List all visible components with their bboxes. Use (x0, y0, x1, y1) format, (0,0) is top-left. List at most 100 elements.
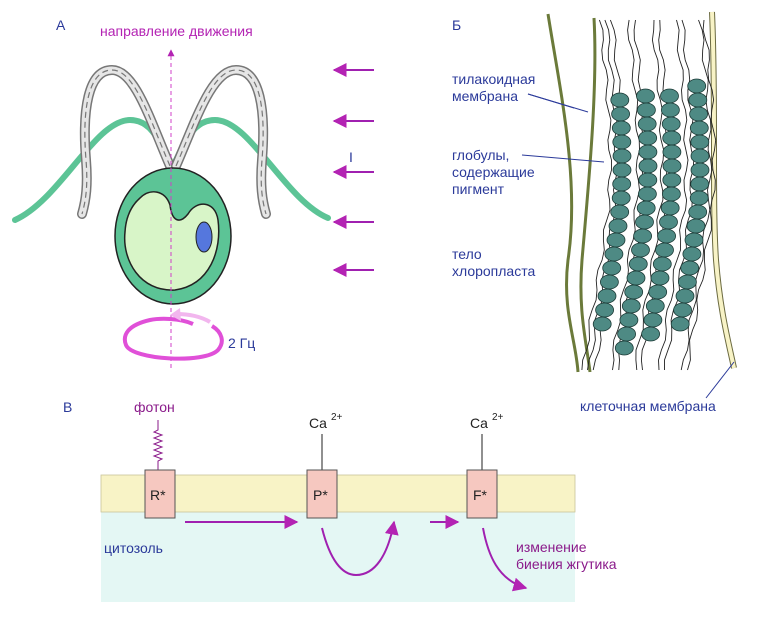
pigment-globule (662, 186, 681, 202)
pigment-globule (661, 116, 681, 132)
pigment-globule (637, 102, 656, 118)
pigment-globule (610, 92, 630, 108)
panel-c: В фотон R* Ca 2+ P* Ca 2+ F* цитозоль из… (63, 399, 617, 602)
pigment-globule (631, 242, 650, 258)
panel-a-letter: А (56, 17, 66, 33)
pigment-globule (602, 260, 622, 276)
globules-label-3: пигмент (452, 181, 505, 197)
photon-label: фотон (134, 399, 175, 415)
pigment-globule (626, 270, 646, 286)
pigment-globule (662, 158, 682, 174)
pigment-globule (690, 134, 710, 150)
pigment-globule (660, 200, 680, 216)
pigment-globule (688, 92, 708, 108)
change-label-1: изменение (516, 539, 587, 555)
pigment-globule (614, 340, 634, 356)
pigment-globule (662, 144, 682, 160)
pigment-globule (643, 312, 663, 328)
thylakoid-label-2: мембрана (452, 88, 518, 104)
panel-a: А направление движения 2 Гц I (12, 17, 374, 368)
pigment-globule (680, 260, 700, 276)
pigment-globule (636, 88, 655, 104)
pigment-globule (689, 190, 709, 206)
pigment-globule (633, 228, 652, 244)
cytosol-region (101, 512, 575, 602)
frequency-label: 2 Гц (228, 335, 255, 351)
pigment-globule (619, 312, 639, 328)
pigment-globule (612, 162, 632, 178)
pigment-globule (611, 190, 631, 206)
body-label-2: хлоропласта (452, 263, 535, 279)
pigment-globule (608, 218, 628, 234)
pigment-globule (682, 246, 702, 262)
thylakoid-line (680, 19, 713, 371)
globules-label-1: глобулы, (452, 147, 509, 163)
pigment-globule (684, 232, 704, 248)
chloroplast (123, 191, 220, 291)
pigment-globule (690, 162, 710, 178)
pigment-globule (638, 186, 657, 202)
r-label: R* (150, 487, 166, 503)
pigment-globule (662, 130, 682, 146)
pigment-globule (641, 326, 660, 342)
pigment-globule (686, 218, 706, 234)
pigment-globule (690, 176, 710, 192)
pigment-globule (675, 288, 695, 304)
thylakoid-line (581, 19, 612, 371)
pigment-globule (673, 302, 692, 318)
pigment-globule (688, 204, 708, 220)
pigment-globule (662, 172, 682, 188)
pigment-globule (687, 78, 707, 94)
ca-influx-arrow (321, 520, 399, 577)
pigment-globules (592, 78, 710, 356)
body-label-1: тело (452, 246, 482, 262)
pigment-globule (670, 316, 690, 332)
pigment-globule (638, 172, 658, 188)
f-channel-protein (466, 469, 498, 519)
rotation-arrowhead (170, 308, 181, 321)
pigment-globule (621, 298, 641, 314)
pigment-globule (612, 134, 632, 150)
pigment-globule (645, 298, 665, 314)
p-label: P* (313, 487, 328, 503)
thylakoid-line (687, 19, 717, 371)
pigment-globule (595, 302, 614, 318)
pigment-globule (689, 120, 709, 136)
pigment-globule (600, 274, 619, 290)
pigment-globule (606, 232, 626, 248)
pigment-globule (655, 242, 674, 258)
pigment-globule (678, 274, 697, 290)
eyespot (195, 221, 213, 253)
chloroplast-envelope-inner (579, 17, 597, 373)
cytosol-label: цитозоль (104, 540, 163, 556)
pigment-globule (657, 228, 676, 244)
pigment-globule (611, 120, 631, 136)
ca-label-f: Ca (470, 415, 488, 431)
pigment-globule (638, 130, 658, 146)
pigment-globule (604, 246, 624, 262)
pigment-globule (638, 158, 658, 174)
panel-b: Б тилакоидная мембрана глобулы, содержащ… (452, 11, 737, 414)
chloroplast-envelope-outer (546, 13, 580, 373)
p-channel-protein (306, 469, 338, 519)
pigment-globule (612, 176, 632, 192)
rhodopsin-protein (144, 469, 176, 519)
pigment-globule (635, 214, 654, 230)
ca-charge-p: 2+ (331, 412, 343, 423)
pigment-globule (648, 284, 668, 300)
panel-c-letter: В (63, 399, 72, 415)
pigment-globule (636, 200, 656, 216)
pigment-globule (628, 256, 648, 272)
pigment-globule (661, 102, 680, 118)
pigment-globule (638, 144, 658, 160)
pigment-globule (690, 148, 710, 164)
cell-membrane-pointer (705, 361, 735, 399)
pigment-globule (650, 270, 670, 286)
change-label-2: биения жгутика (516, 556, 617, 572)
pigment-globule (612, 148, 632, 164)
f-label: F* (473, 487, 488, 503)
ca-label-p: Ca (309, 415, 327, 431)
pigment-globule (637, 116, 657, 132)
pigment-globule (611, 106, 630, 122)
